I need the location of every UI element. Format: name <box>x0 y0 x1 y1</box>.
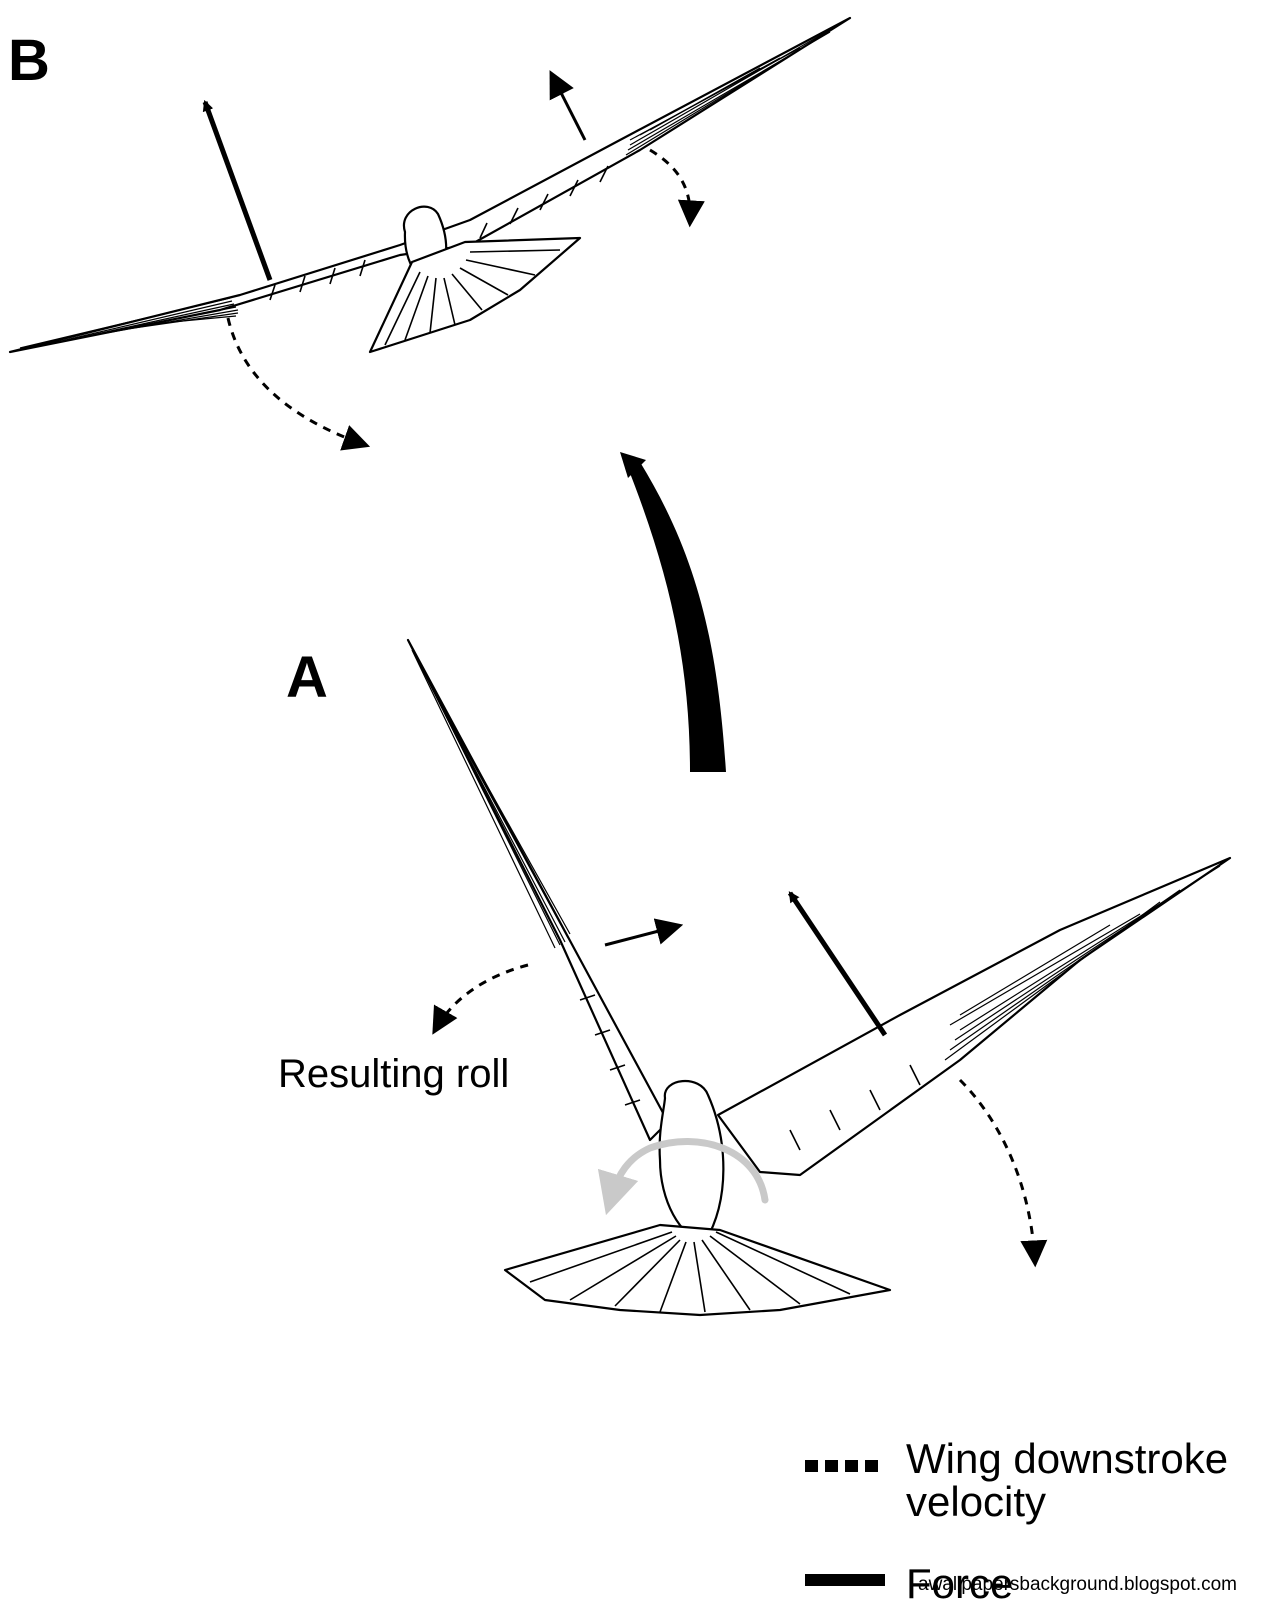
panel-label-b: B <box>8 28 50 93</box>
bird-a-left-primaries <box>411 649 571 949</box>
bird-b-force-left <box>202 99 273 281</box>
bird-a-tail-feathers <box>529 1231 851 1313</box>
bird-a-coverts <box>579 994 921 1151</box>
transition-arrow <box>620 452 726 772</box>
bird-b-left-primaries <box>19 297 239 349</box>
bird-a <box>406 638 1232 1317</box>
transition-arrow-head <box>620 452 646 478</box>
bird-b <box>8 16 852 451</box>
legend-velocity-label-line2: velocity <box>906 1478 1046 1525</box>
bird-b-tail-feathers <box>384 249 561 346</box>
bird-a-force-left <box>604 918 684 947</box>
bird-a-velocity-right <box>958 1078 1048 1268</box>
resulting-roll-label: Resulting roll <box>278 1052 509 1096</box>
bird-b-coverts <box>269 165 609 301</box>
bird-b-right-primaries <box>625 23 841 156</box>
bird-b-wings <box>8 16 852 354</box>
transition-arrow-shaft <box>628 462 726 772</box>
bird-a-right-wing <box>716 856 1232 1177</box>
bird-a-velocity-left <box>432 963 529 1035</box>
bird-a-roll-arrow <box>597 1138 769 1216</box>
legend-velocity-label-line1: Wing downstroke <box>906 1435 1228 1482</box>
bird-a-tail <box>503 1223 892 1317</box>
bird-b-tail <box>368 236 582 354</box>
bird-b-velocity-right <box>649 148 705 228</box>
bird-b-force-right <box>549 70 587 141</box>
legend-force-label: Force <box>906 1560 1013 1600</box>
bird-a-force-right <box>787 891 888 1037</box>
legend: Wing downstroke velocity Force <box>805 1435 1228 1600</box>
bird-a-body <box>658 1079 725 1244</box>
panel-label-a: A <box>286 645 328 710</box>
bird-a-right-primaries <box>944 865 1221 1061</box>
bird-b-velocity-left <box>226 317 371 451</box>
watermark: awallpapersbackground.blogspot.com <box>918 1574 1237 1595</box>
